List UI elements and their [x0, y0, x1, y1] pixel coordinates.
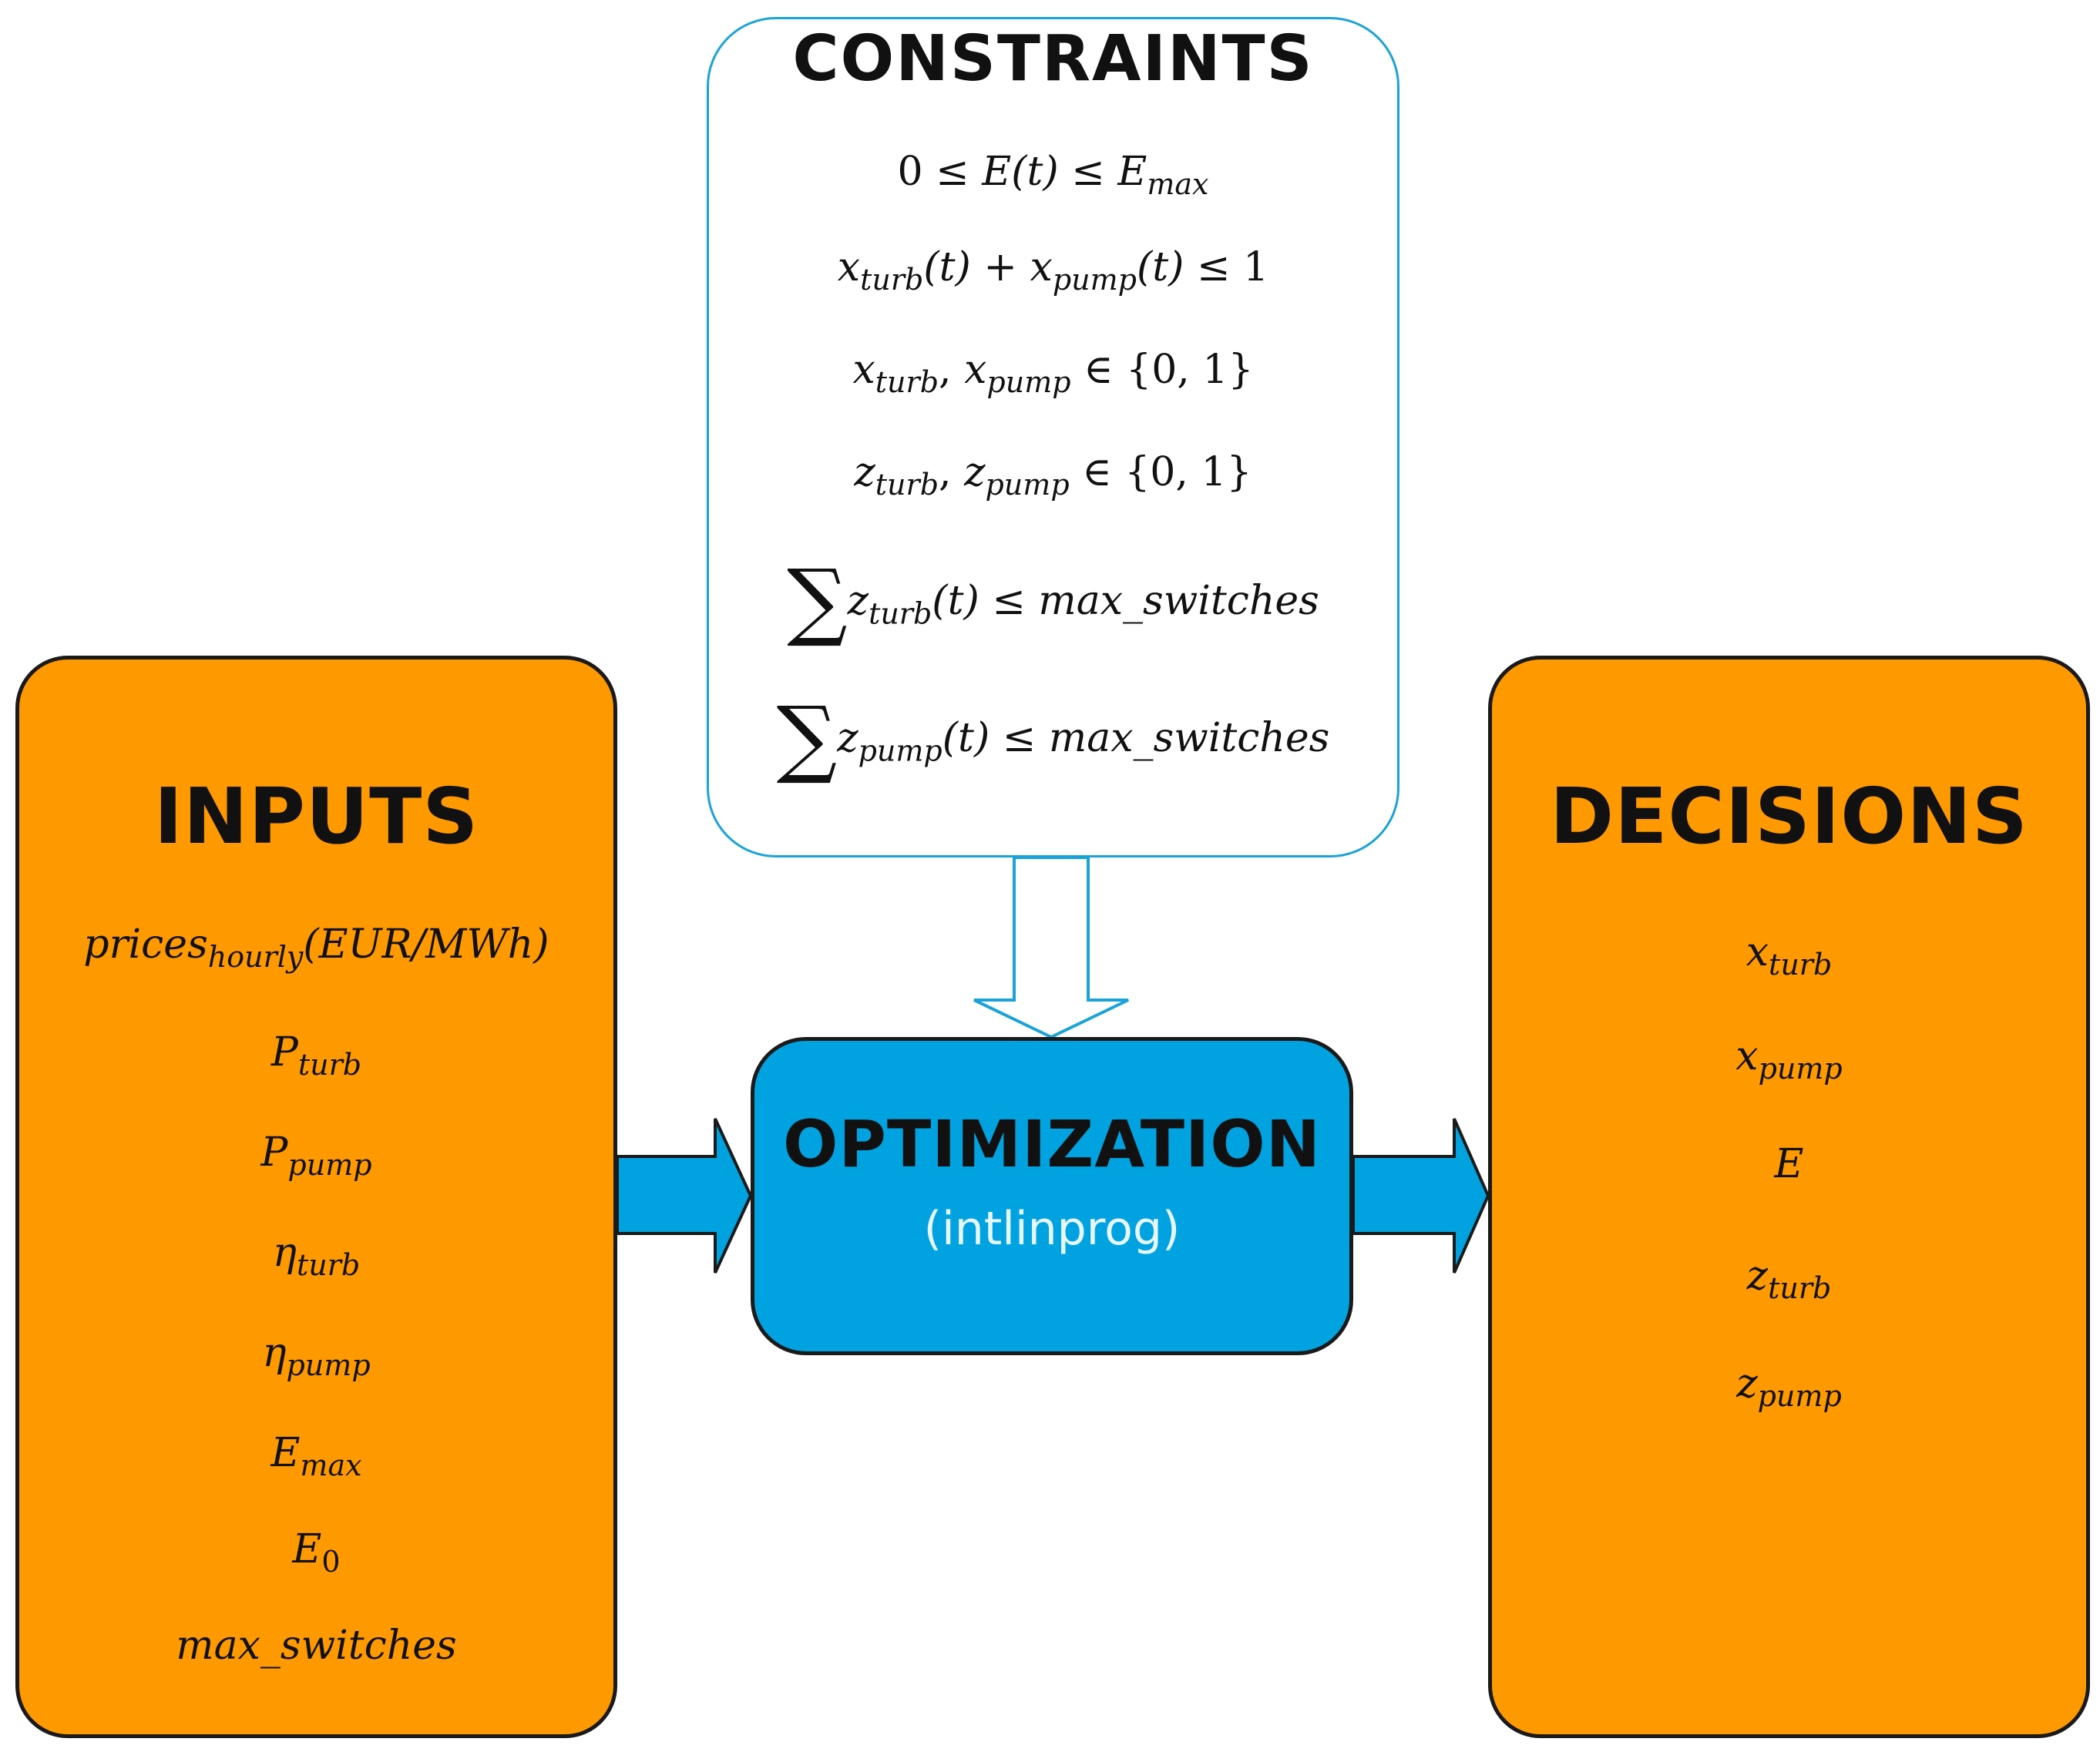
- input-item-e-0: E0: [19, 1526, 613, 1579]
- c-sub: max: [1147, 167, 1209, 202]
- input-item-p-pump: Ppump: [19, 1129, 613, 1182]
- optimization-title: OPTIMIZATION: [782, 1106, 1322, 1182]
- decision-sub: turb: [1769, 948, 1833, 982]
- decision-item-z-turb: zturb: [1492, 1253, 2086, 1305]
- input-sub: turb: [296, 1248, 361, 1283]
- c-arg: (t): [1136, 244, 1184, 290]
- constraints-title: CONSTRAINTS: [792, 22, 1314, 96]
- decision-base: x: [1735, 1033, 1759, 1079]
- c-term: E(t): [982, 149, 1059, 195]
- c-set: {0, 1}: [1126, 347, 1254, 393]
- optimization-box: OPTIMIZATION (intlinprog): [751, 1037, 1353, 1355]
- decisions-title: DECISIONS: [1550, 771, 2028, 861]
- input-base: prices: [83, 921, 208, 968]
- decision-item-e: E: [1492, 1141, 2086, 1187]
- decision-base: z: [1736, 1361, 1758, 1407]
- c-term: E: [1117, 149, 1147, 195]
- decision-item-z-pump: zpump: [1492, 1361, 2086, 1413]
- decisions-box: DECISIONS xturb xpump E zturb zpump: [1488, 656, 2090, 1738]
- c-sub: pump: [985, 468, 1070, 502]
- constraint-energy-bounds: 0 ≤ E(t) ≤ Emax: [709, 149, 1397, 201]
- input-item-eta-pump: ηpump: [19, 1330, 613, 1382]
- inputs-title: INPUTS: [153, 771, 479, 861]
- input-item-p-turb: Pturb: [19, 1029, 613, 1082]
- constraint-exclusive-mode: xturb(t) + xpump(t) ≤ 1: [709, 244, 1397, 297]
- c-sub: turb: [869, 596, 932, 631]
- sum-symbol: ∑: [776, 688, 838, 787]
- constraint-pump-switches: ∑zpump(t) ≤ max_switches: [709, 688, 1397, 787]
- input-base: max_switches: [176, 1623, 457, 1669]
- inputs-to-optimization-arrow: [616, 1118, 753, 1274]
- c-comma: ,: [939, 347, 952, 393]
- decision-item-x-pump: xpump: [1492, 1033, 2086, 1086]
- input-item-max-switches: max_switches: [19, 1623, 613, 1669]
- c-term: x: [964, 347, 987, 393]
- c-op: ∈: [1082, 449, 1112, 495]
- c-op: ≤: [1197, 244, 1231, 290]
- c-op: ≤: [1071, 149, 1105, 195]
- decision-base: x: [1746, 929, 1769, 975]
- c-arg: (t): [932, 578, 979, 625]
- optimization-subtitle: (intlinprog): [923, 1202, 1181, 1256]
- decision-sub: turb: [1768, 1271, 1832, 1306]
- input-base: η: [262, 1330, 287, 1376]
- c-set: {0, 1}: [1124, 449, 1252, 495]
- decision-sub: pump: [1758, 1052, 1843, 1086]
- constraints-to-optimization-arrow: [973, 856, 1129, 1039]
- c-sub: turb: [875, 468, 939, 502]
- optimization-to-decisions-arrow: [1352, 1118, 1490, 1274]
- c-op: ∈: [1084, 347, 1114, 393]
- c-op: ≤: [992, 578, 1026, 625]
- c-term: x: [837, 244, 861, 290]
- input-item-prices: priceshourly(EUR/MWh): [19, 921, 613, 974]
- c-op: ≤: [936, 149, 969, 195]
- c-op: ≤: [1002, 715, 1037, 762]
- c-sub: pump: [1052, 263, 1137, 297]
- c-term: x: [852, 347, 875, 393]
- c-arg: (t): [942, 715, 990, 762]
- c-comma: ,: [939, 449, 952, 495]
- c-term: z: [847, 578, 869, 625]
- c-sub: turb: [860, 263, 924, 297]
- c-sub: pump: [858, 733, 942, 768]
- decision-base: E: [1774, 1141, 1804, 1187]
- c-term: z: [854, 449, 875, 495]
- c-term: x: [1030, 244, 1053, 290]
- c-term: 0: [897, 149, 923, 195]
- constraints-box: CONSTRAINTS 0 ≤ E(t) ≤ Emax xturb(t) + x…: [707, 17, 1399, 858]
- inputs-box: INPUTS priceshourly(EUR/MWh) Pturb Ppump…: [15, 656, 617, 1738]
- input-item-e-max: Emax: [19, 1430, 613, 1482]
- input-sub: hourly: [207, 940, 304, 975]
- input-sub: pump: [287, 1148, 372, 1183]
- decision-sub: pump: [1757, 1379, 1842, 1414]
- constraint-binary-z: zturb, zpump ∈ {0, 1}: [709, 449, 1397, 502]
- c-rhs: max_switches: [1048, 715, 1330, 762]
- decision-base: z: [1746, 1253, 1769, 1299]
- input-suffix: (EUR/MWh): [303, 921, 549, 968]
- c-term: z: [964, 449, 986, 495]
- input-sub: turb: [297, 1048, 362, 1082]
- c-sub: turb: [875, 365, 939, 400]
- c-rhs: max_switches: [1038, 578, 1319, 625]
- input-sub: pump: [286, 1348, 371, 1383]
- input-base: η: [272, 1230, 297, 1276]
- input-base: E: [270, 1430, 301, 1476]
- c-sub: pump: [986, 365, 1071, 400]
- input-sub: 0: [321, 1545, 341, 1579]
- c-term: z: [837, 715, 858, 762]
- input-base: P: [260, 1129, 288, 1176]
- input-sub: max: [300, 1448, 362, 1483]
- c-op: +: [983, 244, 1017, 290]
- input-base: P: [270, 1029, 298, 1076]
- sum-symbol: ∑: [787, 551, 848, 649]
- input-item-eta-turb: ηturb: [19, 1230, 613, 1282]
- c-arg: (t): [923, 244, 971, 290]
- constraint-turb-switches: ∑zturb(t) ≤ max_switches: [709, 551, 1397, 649]
- constraint-binary-x: xturb, xpump ∈ {0, 1}: [709, 347, 1397, 399]
- decision-item-x-turb: xturb: [1492, 929, 2086, 982]
- input-base: E: [292, 1526, 322, 1572]
- c-rhs: 1: [1243, 244, 1269, 290]
